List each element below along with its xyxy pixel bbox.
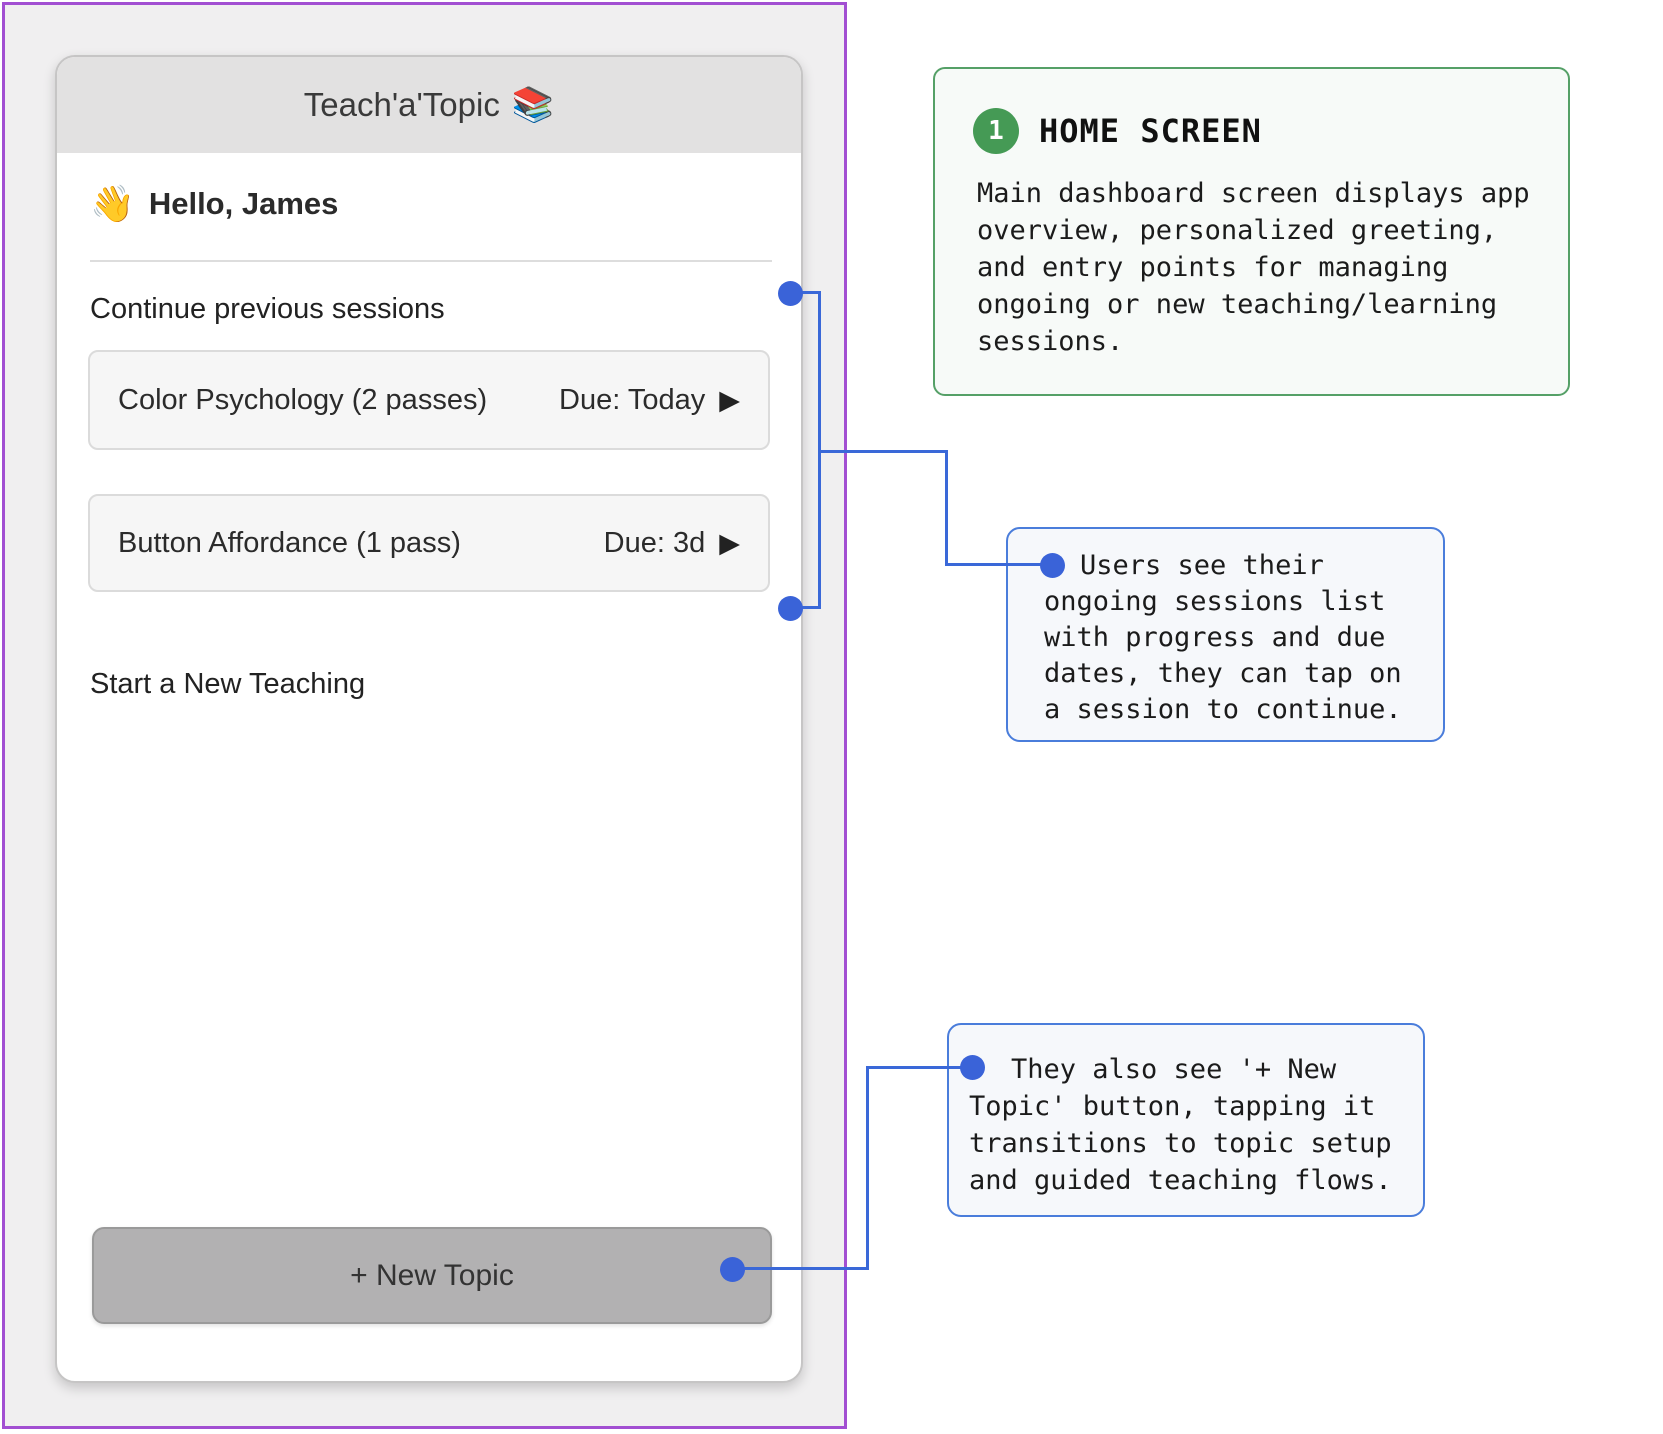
step-number-badge: 1 <box>973 108 1019 154</box>
annotation-step-box: 1 HOME SCREEN Main dashboard screen disp… <box>933 67 1570 396</box>
app-title: Teach'a'Topic <box>303 86 500 123</box>
connector-line <box>866 1066 972 1069</box>
step-description: Main dashboard screen displays app overv… <box>977 178 1530 357</box>
phone-mockup: Teach'a'Topic 📚 👋 Hello, James Continue … <box>55 55 803 1383</box>
connector-line <box>818 291 821 609</box>
connector-line <box>790 291 821 294</box>
wireframe-container: Teach'a'Topic 📚 👋 Hello, James Continue … <box>2 2 847 1429</box>
callout-sessions-text: Users see their ongoing sessions list wi… <box>1044 550 1402 725</box>
connector-line <box>732 1267 869 1270</box>
session-name: Button Affordance (1 pass) <box>118 526 461 559</box>
wave-icon: 👋 <box>90 183 135 224</box>
books-icon: 📚 <box>511 86 555 124</box>
connector-line <box>945 563 1052 566</box>
connector-dot <box>720 1257 745 1282</box>
play-icon: ▶ <box>719 527 740 558</box>
connector-line <box>820 450 948 453</box>
callout-new-topic-text: They also see '+ New Topic' button, tapp… <box>969 1054 1392 1196</box>
greeting: 👋 Hello, James <box>90 183 338 225</box>
connector-dot <box>1040 553 1065 578</box>
divider <box>90 260 772 262</box>
app-header: Teach'a'Topic 📚 <box>57 57 801 153</box>
session-card-button-affordance[interactable]: Button Affordance (1 pass) Due: 3d ▶ <box>88 494 770 592</box>
session-due-date: Due: 3d <box>603 526 706 559</box>
play-icon: ▶ <box>719 384 740 415</box>
greeting-text: Hello, James <box>148 186 339 221</box>
continue-sessions-label: Continue previous sessions <box>90 293 445 325</box>
connector-line <box>866 1066 869 1270</box>
connector-line <box>790 606 821 609</box>
session-due-date: Due: Today <box>559 383 706 416</box>
session-name: Color Psychology (2 passes) <box>118 383 488 416</box>
callout-new-topic: They also see '+ New Topic' button, tapp… <box>947 1023 1425 1217</box>
callout-sessions: Users see their ongoing sessions list wi… <box>1006 527 1445 742</box>
session-card-color-psychology[interactable]: Color Psychology (2 passes) Due: Today ▶ <box>88 350 770 450</box>
connector-dot <box>960 1055 985 1080</box>
connector-dot <box>778 596 803 621</box>
new-topic-button[interactable]: + New Topic <box>92 1227 772 1324</box>
start-new-teaching-label: Start a New Teaching <box>90 668 366 700</box>
step-title: HOME SCREEN <box>1039 112 1262 150</box>
connector-line <box>945 450 948 566</box>
connector-dot <box>778 281 803 306</box>
